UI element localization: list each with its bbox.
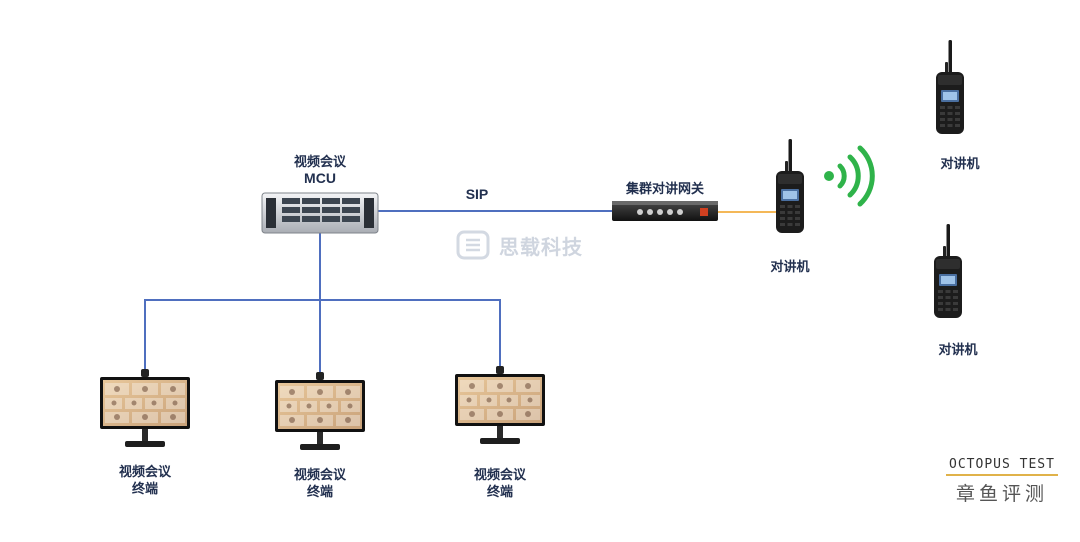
terminal-label: 视频会议 终端 bbox=[460, 466, 540, 500]
brand-chinese: 章鱼评测 bbox=[955, 484, 1048, 505]
mcu-label-line1: 视频会议 bbox=[293, 154, 346, 169]
radio-top-icon bbox=[936, 40, 964, 134]
watermark-logo-icon bbox=[456, 230, 490, 260]
terminal-monitor-icon bbox=[455, 366, 545, 444]
watermark-text: 思载科技 bbox=[499, 236, 583, 259]
brand-english: OCTOPUS TEST bbox=[949, 457, 1055, 472]
terminal-bus-line bbox=[144, 299, 501, 372]
terminal-label-line1: 视频会议 bbox=[293, 467, 346, 482]
radio-bottom-icon bbox=[934, 224, 962, 318]
mcu-server-icon bbox=[261, 192, 379, 234]
radio-bottom-label: 对讲机 bbox=[938, 342, 978, 357]
terminal-label-line1: 视频会议 bbox=[473, 467, 526, 482]
terminal-monitor-icon bbox=[275, 372, 365, 450]
terminal-label-line2: 终端 bbox=[306, 484, 333, 499]
connection-lines bbox=[144, 210, 780, 372]
watermark: 思载科技 bbox=[457, 229, 583, 261]
terminal-label-line1: 视频会议 bbox=[118, 464, 171, 479]
sip-label: SIP bbox=[465, 186, 489, 202]
gateway-device-icon bbox=[612, 201, 718, 221]
mcu-label-line2: MCU bbox=[304, 170, 336, 186]
terminal-monitor-icon bbox=[100, 369, 190, 447]
radio-main-label: 对讲机 bbox=[770, 259, 810, 274]
mcu-label: 视频会议 MCU bbox=[282, 153, 358, 187]
wireless-signal-icon bbox=[824, 145, 875, 207]
terminal-label: 视频会议 终端 bbox=[280, 466, 360, 500]
brand-logo: OCTOPUS TEST 章鱼评测 bbox=[946, 457, 1058, 506]
terminal-label-line2: 终端 bbox=[131, 481, 158, 496]
radio-main-icon bbox=[776, 139, 804, 233]
terminal-label: 视频会议 终端 bbox=[105, 463, 185, 497]
gateway-label: 集群对讲网关 bbox=[625, 181, 704, 196]
radio-top-label: 对讲机 bbox=[940, 156, 980, 171]
brand-divider bbox=[946, 474, 1058, 476]
terminal-label-line2: 终端 bbox=[486, 484, 513, 499]
